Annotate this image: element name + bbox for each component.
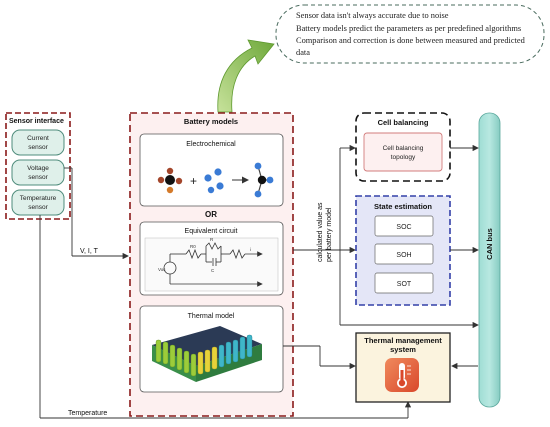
vit-label: V, I, T	[80, 248, 99, 255]
current-sensor-label-2: sensor	[28, 144, 48, 151]
c-label: C	[211, 268, 215, 273]
thermal-model-label: Thermal model	[188, 313, 235, 320]
thermal-management-panel: Thermal management system	[355, 332, 451, 403]
temperature-signal-label: Temperature	[68, 410, 107, 417]
battery-models-title: Battery models	[184, 117, 238, 126]
voltage-sensor-label-2: sensor	[28, 174, 48, 181]
battery-models-panel: Battery models Electrochemical +	[129, 112, 294, 417]
equivalent-circuit-label: Equivalent circuit	[185, 228, 238, 235]
state-estimation-title: State estimation	[374, 202, 432, 211]
can-bus: CAN bus	[478, 112, 501, 408]
current-sensor-label-1: Current	[27, 135, 49, 142]
callout-line-1: Sensor data isn't always accurate due to…	[296, 11, 449, 20]
voltage-sensor: Voltage sensor	[11, 159, 65, 186]
callout-box: Sensor data isn't always accurate due to…	[275, 4, 545, 64]
can-bus-label: CAN bus	[485, 228, 494, 260]
sensor-interface-title: Sensor interface	[9, 118, 64, 125]
can-connectors	[450, 144, 479, 370]
soc-label: SOC	[396, 224, 411, 231]
r-label: R	[210, 237, 214, 242]
or-label: OR	[205, 210, 217, 219]
cell-balancing-panel: Cell balancing Cell balancing topology	[355, 112, 451, 182]
state-estimation-panel: State estimation SOC SOH SOT	[355, 195, 451, 306]
r0-label: R0	[190, 244, 196, 249]
voc-label: Voc	[158, 267, 166, 272]
green-curved-arrow	[217, 39, 275, 113]
thermal-management-title-1: Thermal management	[364, 336, 442, 345]
cell-balancing-title: Cell balancing	[378, 118, 429, 127]
voltage-sensor-label-1: Voltage	[27, 165, 49, 172]
thermal-model-box: Thermal model	[139, 305, 284, 393]
calculated-value-label-1: calculated value as	[317, 202, 324, 262]
i-label: i	[250, 247, 251, 252]
temperature-sensor: Temperature sensor	[11, 189, 65, 216]
sensor-interface-panel: Sensor interface Current sensor Voltage …	[5, 112, 71, 220]
soh-label: SOH	[396, 252, 411, 259]
molecule-illustration: +	[157, 162, 274, 198]
battery-pack-illustration	[152, 326, 262, 382]
equivalent-circuit-box: Equivalent circuit	[139, 221, 284, 296]
callout-line-2: Battery models predict the parameters as…	[296, 24, 521, 33]
sensor-connectors	[39, 167, 412, 419]
current-sensor: Current sensor	[11, 129, 65, 156]
circuit-schematic	[144, 237, 279, 292]
calculated-value-label-2: per battery model	[326, 207, 333, 262]
thermometer-icon	[385, 358, 419, 392]
callout-line-3: Comparison and correction is done betwee…	[296, 36, 526, 45]
electrochemical-label: Electrochemical	[186, 141, 236, 148]
model-output-connectors	[283, 144, 479, 370]
sot-label: SOT	[397, 281, 412, 288]
thermal-management-title-2: system	[390, 345, 416, 354]
cell-balancing-inner-2: topology	[391, 154, 416, 161]
electrochemical-box: Electrochemical +	[139, 133, 284, 207]
cell-balancing-inner-1: Cell balancing	[383, 145, 424, 152]
temperature-sensor-label-2: sensor	[28, 204, 48, 211]
temperature-sensor-label-1: Temperature	[20, 195, 57, 202]
callout-line-4: data	[296, 48, 310, 57]
svg-text:+: +	[190, 174, 197, 188]
